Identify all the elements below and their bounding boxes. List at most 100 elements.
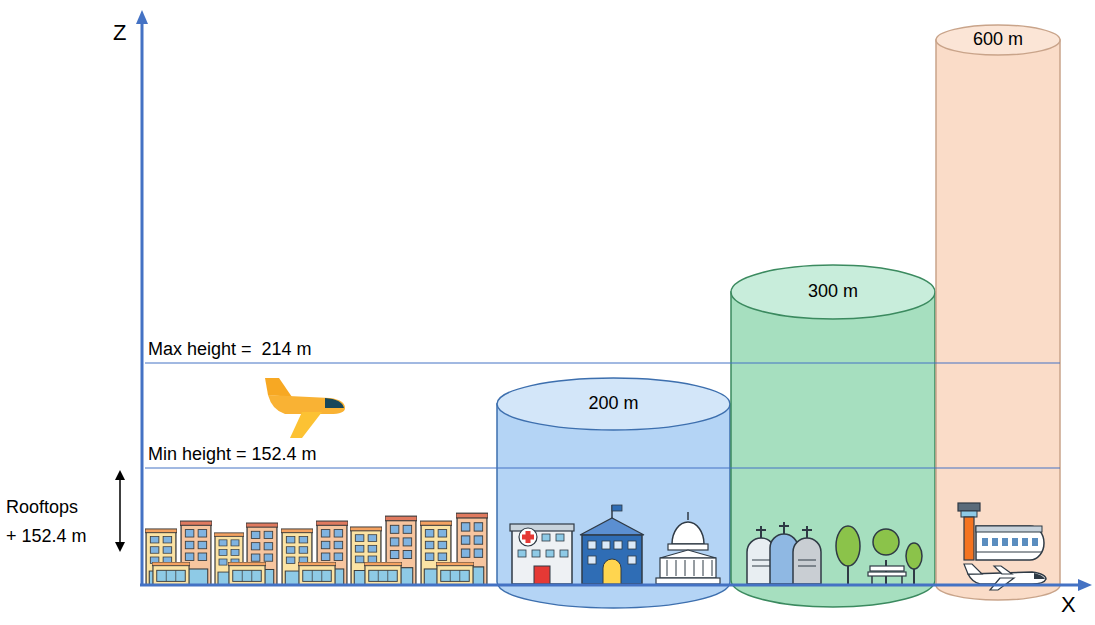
airport-icon: [1002, 538, 1008, 546]
z-axis: [136, 10, 148, 24]
airport-icon: [964, 564, 982, 574]
city-buildings: [152, 562, 190, 585]
school-icon: [614, 541, 622, 549]
school-icon: [588, 541, 596, 549]
cemetery-icon: [802, 529, 812, 531]
axis-label: X: [1061, 592, 1076, 618]
airplane-icon: [325, 398, 344, 408]
dimension-label: Rooftops + 152.4 m: [6, 493, 90, 551]
cylinder-body: [731, 292, 935, 607]
airport-icon: [1022, 538, 1028, 546]
capitol-icon: [672, 522, 704, 544]
airport-icon: [982, 538, 988, 546]
airport-icon: [976, 526, 1044, 560]
airport-icon: [976, 552, 1042, 553]
school-icon: [582, 535, 642, 584]
hospital-icon: [546, 550, 554, 557]
hospital-icon: [532, 550, 540, 557]
height-value: 600 m: [936, 29, 1060, 51]
capitol-icon: [694, 560, 695, 576]
cylinder-top: [497, 378, 730, 430]
city-buildings: [145, 513, 488, 585]
airport-icon: [992, 538, 998, 546]
airport-icon: [1032, 538, 1038, 546]
park-icon: [871, 576, 873, 584]
hospital-icon: [556, 534, 564, 541]
hospital-icon: [519, 528, 537, 546]
hospital-icon: [522, 535, 534, 540]
cylinder-body: [497, 404, 730, 608]
dimension-arrow: [115, 542, 125, 552]
height-value: 300 m: [731, 281, 935, 303]
city-buildings: [436, 562, 474, 585]
dimension-arrow: [119, 478, 121, 544]
z-axis: [136, 10, 148, 586]
x-axis: [140, 584, 1080, 587]
hospital-icon: [510, 524, 574, 531]
hospital-icon: [534, 566, 550, 584]
school-icon: [580, 505, 644, 584]
city-buildings: [298, 562, 336, 585]
cemetery-icon: [798, 566, 816, 567]
cylinder-top: [936, 25, 1060, 55]
airport-icon: [976, 526, 1042, 532]
min-height-line: [145, 468, 1060, 469]
height-limit-label: Max height = 214 m: [148, 339, 312, 361]
hospital-icon: [510, 524, 574, 584]
capitol-icon: [685, 560, 686, 576]
height-limit-label: Min height = 152.4 m: [148, 444, 317, 466]
park-icon: [901, 576, 903, 584]
airport-icon: [994, 566, 1012, 574]
capitol-icon: [676, 560, 677, 576]
airport-icon: [961, 511, 977, 517]
park-icon: [870, 566, 904, 571]
capitol-icon: [703, 560, 704, 576]
hospital-icon: [518, 550, 526, 557]
park-icon: [836, 526, 922, 584]
airport-icon: [958, 503, 980, 511]
hospital-icon: [560, 550, 568, 557]
cemetery-icon: [798, 560, 816, 561]
airplane-icon: [265, 378, 345, 438]
zone-cylinder: 600 m: [936, 25, 1060, 600]
city-buildings: [228, 562, 266, 585]
cemetery-icon: [806, 526, 808, 538]
park-icon: [906, 543, 922, 569]
airplane-icon: [268, 395, 345, 414]
school-icon: [628, 556, 636, 564]
capitol-icon: [660, 550, 716, 558]
cemetery-icon: [783, 522, 785, 534]
cylinder-top: [731, 265, 935, 319]
cylinder-shape: [936, 25, 1060, 600]
airport-icon: [964, 517, 974, 560]
capitol-icon: [667, 560, 668, 576]
school-icon: [602, 541, 610, 549]
cemetery-icon: [752, 566, 770, 567]
city-buildings: [364, 562, 402, 585]
park-icon: [836, 526, 860, 566]
max-height-line: [145, 363, 1060, 364]
dimension-arrow: [115, 470, 125, 552]
capitol-icon: [687, 512, 689, 520]
x-axis: [140, 579, 1092, 591]
hospital-icon: [542, 534, 550, 541]
school-icon: [628, 541, 636, 549]
school-icon: [603, 559, 621, 584]
airport-icon: [958, 503, 1046, 590]
capitol-icon: [656, 578, 720, 584]
height-value: 200 m: [497, 393, 730, 415]
cemetery-icon: [756, 529, 766, 531]
airport-icon: [1034, 573, 1045, 579]
park-icon: [868, 572, 906, 576]
capitol-icon: [660, 558, 716, 578]
x-axis: [1078, 579, 1092, 591]
capitol-icon: [656, 512, 720, 584]
park-icon: [873, 529, 899, 555]
school-icon: [612, 505, 622, 511]
dimension-arrow: [115, 470, 125, 480]
airport-icon: [1012, 538, 1018, 546]
cemetery-icon: [779, 525, 789, 527]
school-icon: [588, 556, 596, 564]
